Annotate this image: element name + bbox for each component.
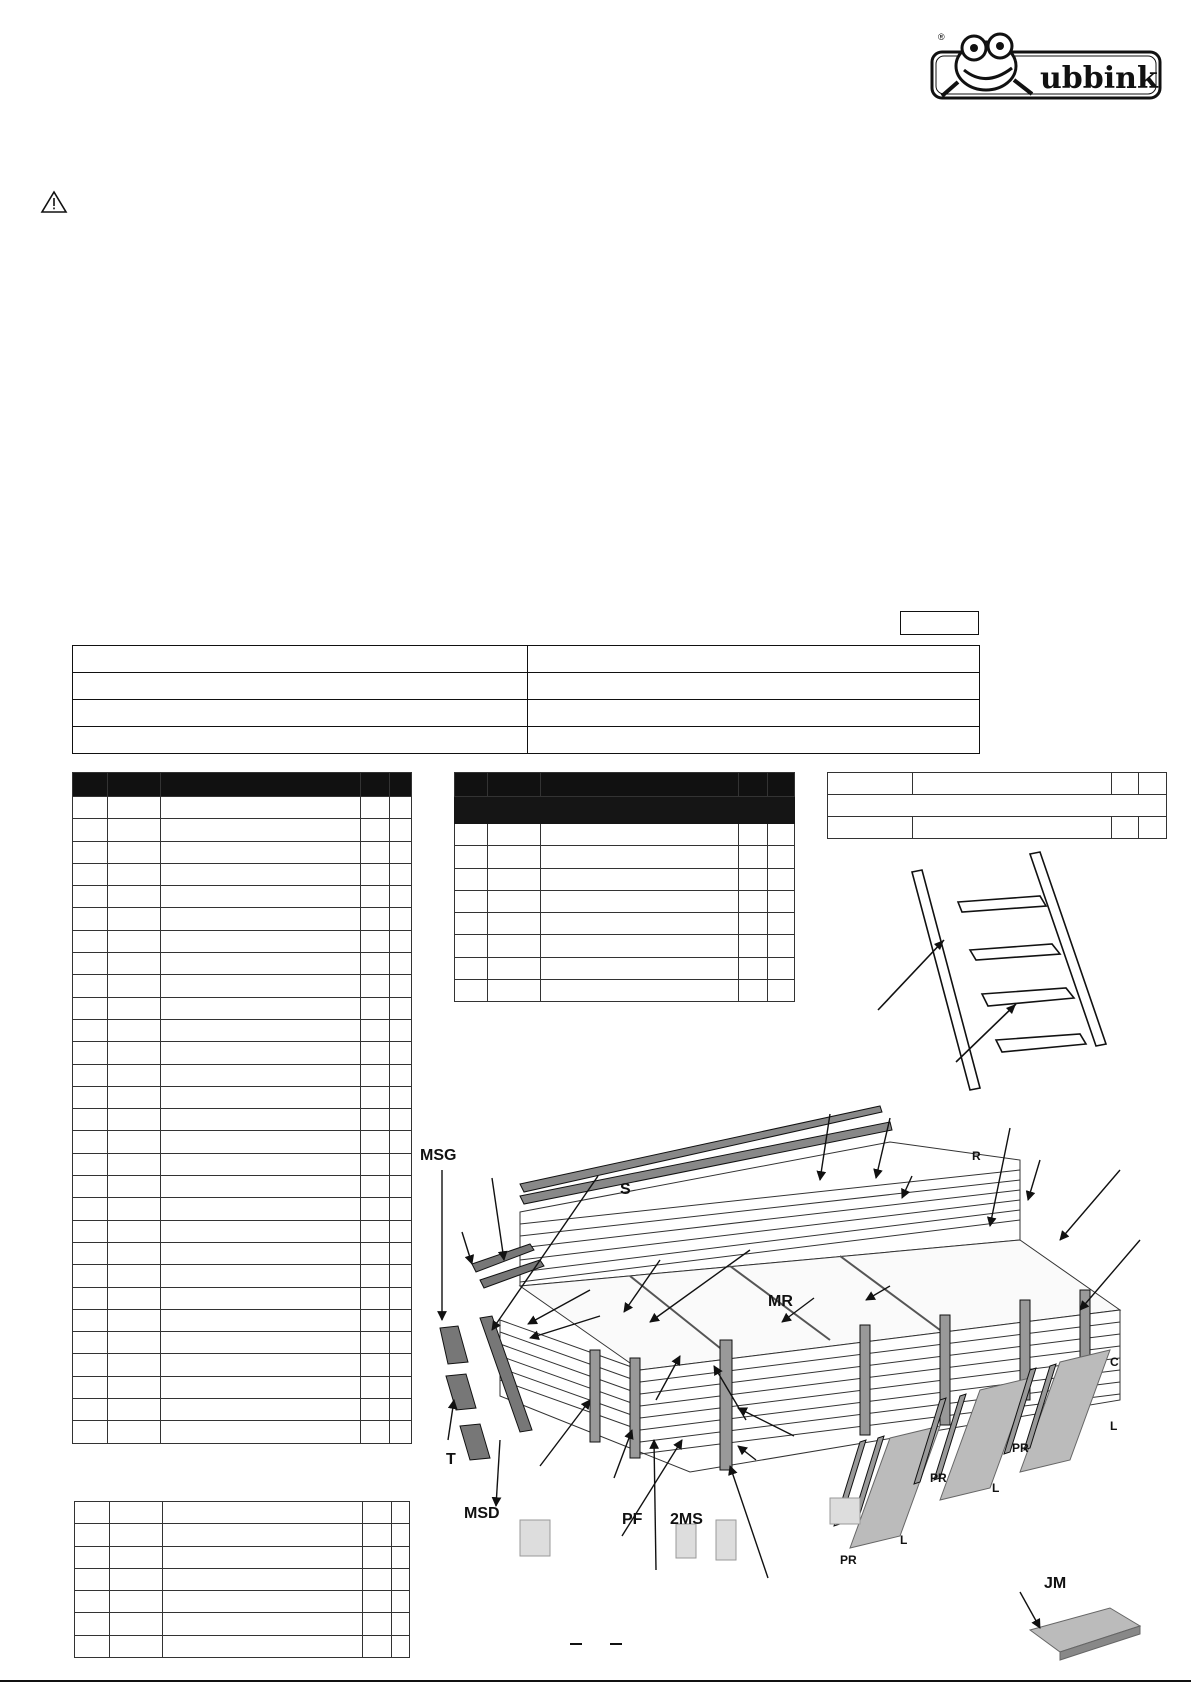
table-row bbox=[72, 672, 980, 700]
table-row bbox=[72, 1353, 412, 1377]
table-row bbox=[72, 952, 412, 976]
table-row bbox=[72, 1331, 412, 1355]
label-r: R bbox=[972, 1149, 981, 1163]
label-l-1: L bbox=[1110, 1419, 1117, 1433]
table-row bbox=[827, 816, 1167, 839]
label-jm: JM bbox=[1044, 1575, 1066, 1592]
table-row bbox=[72, 1175, 412, 1199]
table-row bbox=[72, 1018, 412, 1043]
table-row bbox=[827, 794, 1167, 817]
table-row bbox=[72, 795, 412, 820]
table-row bbox=[72, 1152, 412, 1177]
table-row bbox=[72, 974, 412, 998]
label-s: S bbox=[620, 1181, 631, 1198]
table-row bbox=[72, 1197, 412, 1221]
table-row bbox=[72, 885, 412, 909]
table-row bbox=[72, 1108, 412, 1132]
table-row bbox=[454, 867, 795, 891]
table-row bbox=[454, 912, 795, 936]
table-row bbox=[72, 645, 980, 673]
table-row bbox=[72, 818, 412, 842]
table-row bbox=[74, 1523, 410, 1547]
parts-table-bottom bbox=[74, 1500, 410, 1659]
table-row bbox=[454, 822, 795, 847]
table-row bbox=[72, 1420, 412, 1444]
table-row bbox=[72, 1241, 412, 1266]
table-row bbox=[72, 1041, 412, 1065]
label-l-2: L bbox=[992, 1481, 999, 1495]
label-t: T bbox=[446, 1451, 456, 1468]
label-msg: MSG bbox=[420, 1147, 456, 1164]
registered-mark: ® bbox=[938, 32, 945, 42]
reference-box bbox=[900, 611, 979, 635]
table-row bbox=[454, 889, 795, 914]
parts-table-left bbox=[72, 772, 412, 1444]
label-2ms: 2MS bbox=[670, 1511, 703, 1528]
table-row bbox=[74, 1567, 410, 1592]
ubbink-logo: ® ubbink bbox=[930, 32, 1162, 100]
table-row bbox=[72, 996, 412, 1020]
bottom-rule bbox=[0, 1680, 1191, 1682]
table-row bbox=[72, 929, 412, 954]
table-row bbox=[74, 1500, 410, 1525]
table-row bbox=[72, 726, 980, 754]
table-row bbox=[454, 845, 795, 869]
table-row bbox=[827, 772, 1167, 795]
parts-table-middle bbox=[454, 772, 795, 1003]
table-header-row bbox=[454, 772, 795, 797]
table-header-row bbox=[72, 772, 412, 797]
table-row bbox=[454, 956, 795, 981]
table-row bbox=[72, 1398, 412, 1422]
label-pr-1: PR bbox=[1012, 1441, 1029, 1455]
table-row bbox=[72, 1308, 412, 1333]
table-row bbox=[72, 1063, 412, 1087]
table-row bbox=[454, 796, 795, 824]
table-row bbox=[74, 1590, 410, 1614]
ladder-parts-table bbox=[827, 772, 1167, 839]
table-row bbox=[72, 840, 412, 864]
table-row bbox=[72, 1130, 412, 1154]
label-c: C bbox=[1110, 1355, 1119, 1369]
label-msd: MSD bbox=[464, 1505, 500, 1522]
table-row bbox=[454, 979, 795, 1003]
label-pr-3: PR bbox=[840, 1553, 857, 1567]
table-row bbox=[454, 934, 795, 958]
table-row bbox=[74, 1634, 410, 1659]
table-row bbox=[72, 1286, 412, 1310]
table-row bbox=[74, 1612, 410, 1636]
table-row bbox=[72, 1085, 412, 1110]
table-row bbox=[72, 1375, 412, 1400]
label-pr-2: PR bbox=[930, 1471, 947, 1485]
table-row bbox=[72, 699, 980, 727]
logo-text: ubbink bbox=[1040, 61, 1159, 96]
warning-triangle-icon bbox=[40, 190, 68, 213]
table-row bbox=[72, 1264, 412, 1288]
table-row bbox=[72, 1219, 412, 1243]
ladder-diagram bbox=[877, 851, 1108, 1091]
table-row bbox=[72, 907, 412, 931]
label-mr: MR bbox=[768, 1293, 793, 1310]
label-pf: PF bbox=[622, 1511, 643, 1528]
pool-parts-diagram: MSG S R MR C T MSD PF 2MS PR PR PR L L L… bbox=[420, 1105, 1142, 1661]
label-l-3: L bbox=[900, 1533, 907, 1547]
info-table bbox=[72, 645, 980, 754]
table-row bbox=[74, 1545, 410, 1569]
table-row bbox=[72, 862, 412, 887]
